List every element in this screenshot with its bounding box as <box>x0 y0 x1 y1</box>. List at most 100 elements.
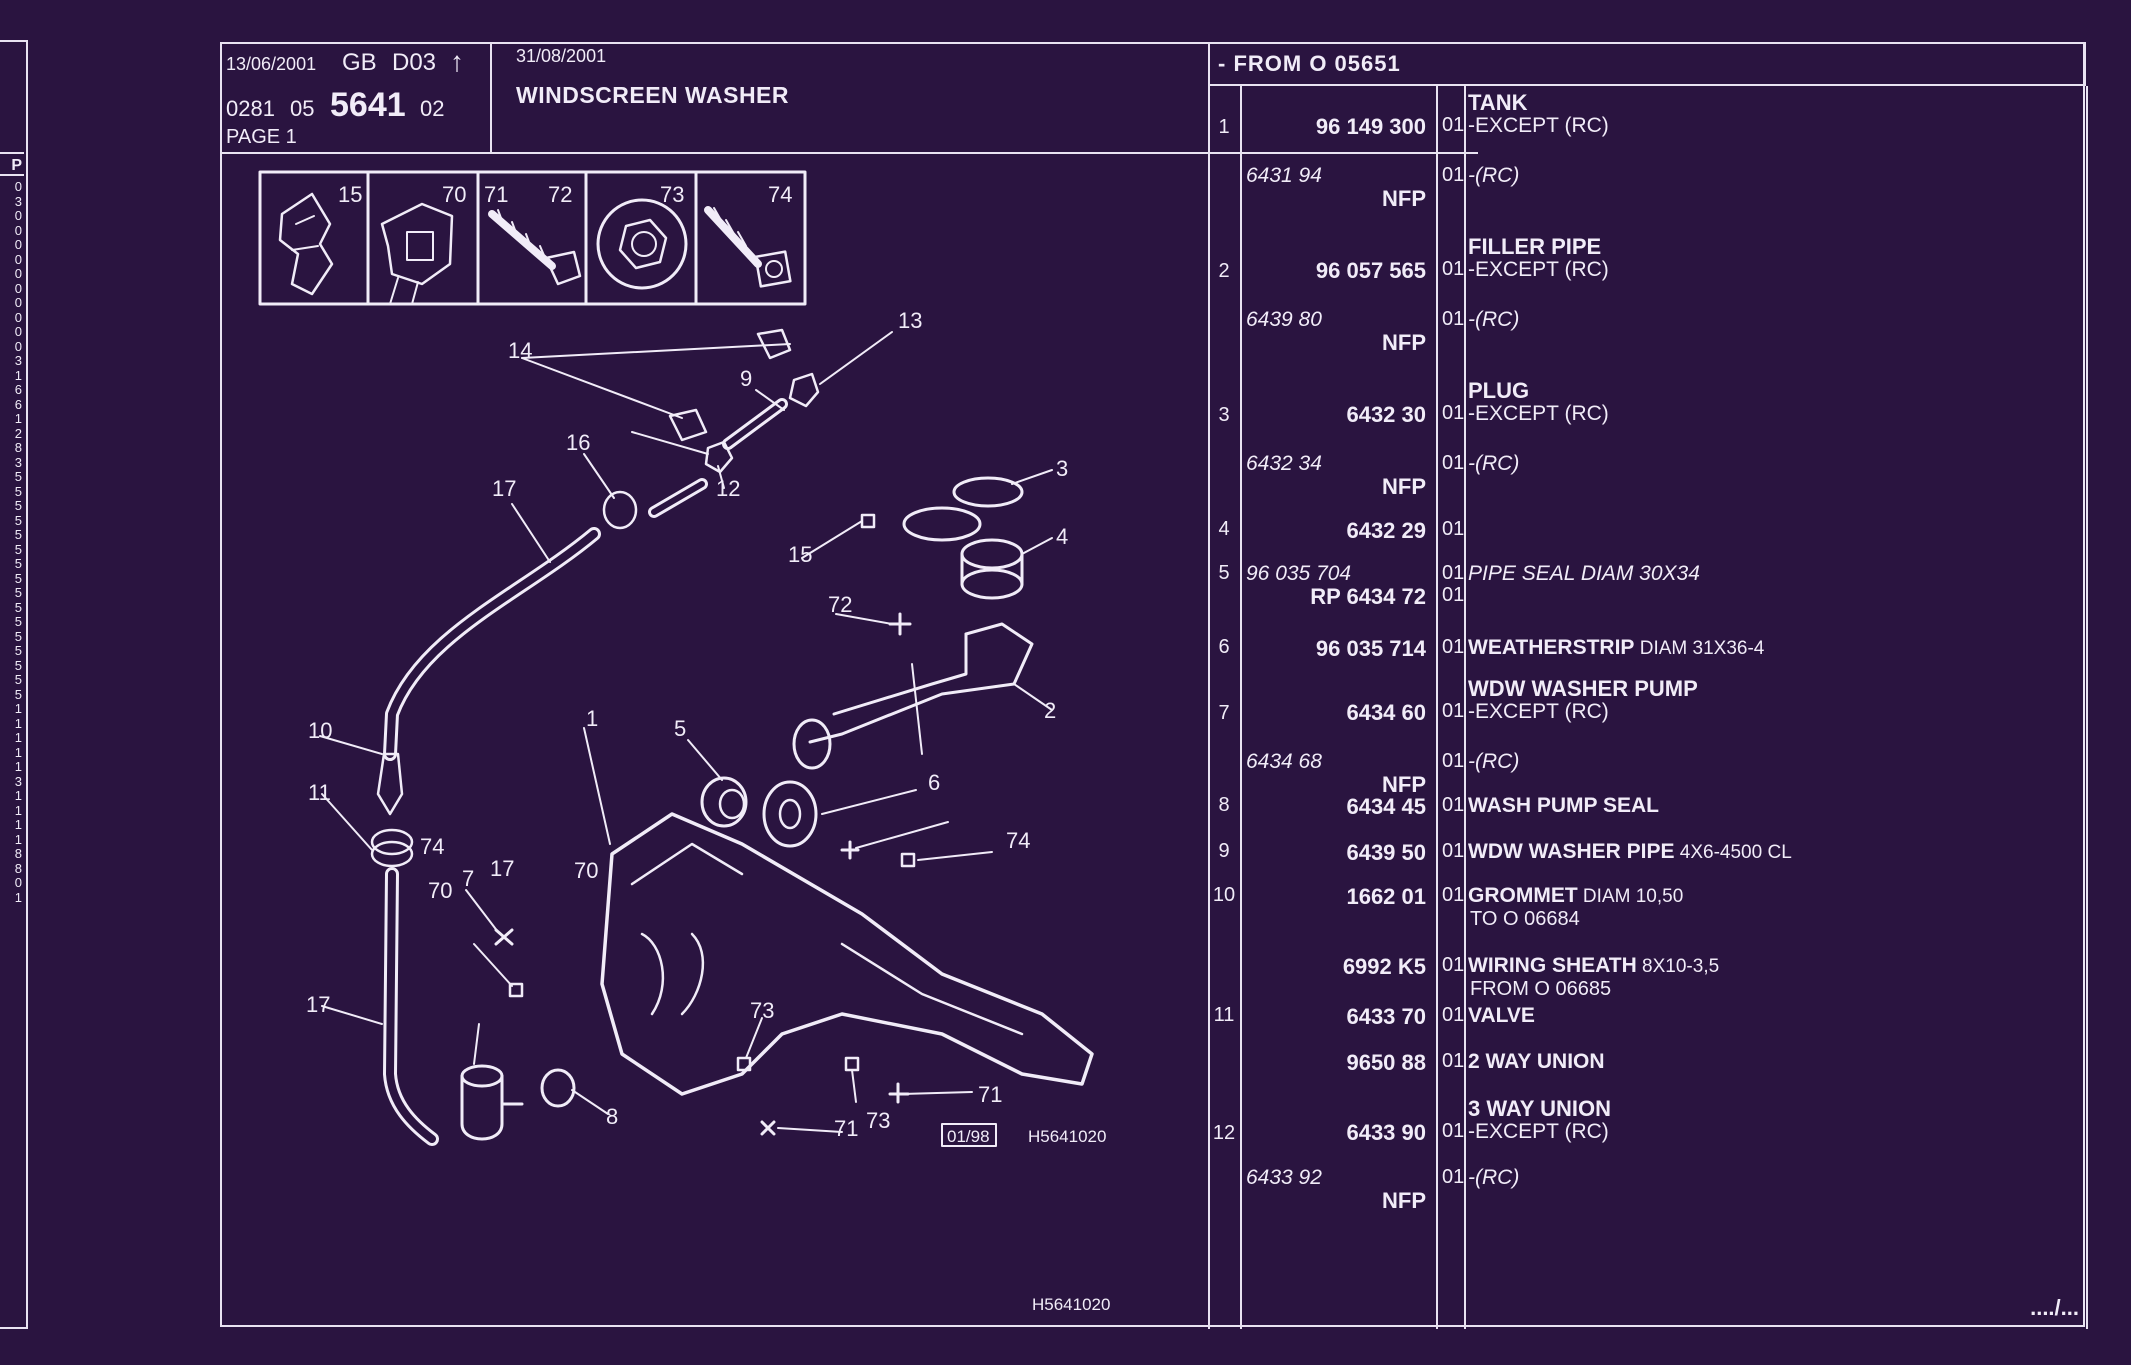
exploded-diagram: 15 70 71 72 73 74 <box>222 154 1208 1325</box>
variant-code: 01 <box>1442 258 1465 280</box>
part-description: WIRING SHEATH 8X10-3,5 <box>1468 954 1719 978</box>
clip-icon <box>278 192 334 296</box>
part-name: WDW WASHER PIPE <box>1468 840 1675 863</box>
part-description: -(RC) <box>1468 750 1520 773</box>
part-ref: 6432 30 <box>1346 402 1426 427</box>
strip-digit: 5 <box>14 614 22 629</box>
callout-8: 8 <box>606 1104 618 1129</box>
strip-digit: 5 <box>14 483 22 499</box>
legend-num-70: 70 <box>442 182 466 207</box>
strip-digit: 5 <box>14 469 22 484</box>
part-description: WEATHERSTRIP DIAM 31X36-4 <box>1468 636 1764 660</box>
callout-6: 6 <box>928 770 940 795</box>
part-name: 2 WAY UNION <box>1468 1050 1605 1073</box>
strip-digit: 1 <box>14 367 22 383</box>
callout-14: 14 <box>508 338 532 363</box>
strip-digit: 5 <box>14 512 22 528</box>
legend-num-71: 71 <box>484 182 508 207</box>
item-number: 10 <box>1212 884 1236 906</box>
clip-14a <box>756 328 792 360</box>
strip-digit: 5 <box>14 599 22 615</box>
plate-number: 5641 <box>330 86 406 124</box>
strip-digit: 5 <box>14 541 22 557</box>
callout-10: 10 <box>308 718 332 743</box>
item-number: 12 <box>1212 1122 1236 1144</box>
part-ref: 6439 50 <box>1346 840 1426 865</box>
seal-5 <box>700 776 748 828</box>
strip-digit: 0 <box>14 266 22 281</box>
callout-70: 70 <box>574 858 598 883</box>
variant-code: 01 <box>1442 750 1465 772</box>
part-name: WIRING SHEATH <box>1468 954 1637 977</box>
replacement-ref: RP 6434 72 <box>1310 584 1426 609</box>
callout-17: 17 <box>306 992 330 1017</box>
variant-code: 01 <box>1442 402 1465 424</box>
part-ref: 1662 01 <box>1346 884 1426 909</box>
strip-digit: 0 <box>14 179 22 194</box>
fastener-legend: 15 70 71 72 73 74 <box>258 170 807 306</box>
clip-73b <box>844 1056 860 1072</box>
variant-code: 01 <box>1442 114 1465 136</box>
strip-digit: 2 <box>14 425 22 441</box>
variant-code: 01 <box>1442 840 1465 862</box>
part-name: WASH PUMP SEAL <box>1468 794 1659 817</box>
from-serial-row: - FROM O 05651 <box>1210 42 2086 86</box>
part-description: -EXCEPT (RC) <box>1468 114 1609 137</box>
screw-icon <box>488 210 556 270</box>
washer-tank-1 <box>600 812 1094 1096</box>
strip-digit: 1 <box>14 788 22 803</box>
strip-digit: 0 <box>14 338 22 354</box>
strip-digit: 1 <box>14 817 22 832</box>
part-description: -EXCEPT (RC) <box>1468 700 1609 723</box>
self-tap-screw-icon <box>704 206 762 268</box>
clip-70b <box>508 982 524 998</box>
page-title: WINDSCREEN WASHER <box>516 82 790 108</box>
strip-digit: 0 <box>14 295 22 310</box>
variant-code: 01 <box>1442 1120 1465 1142</box>
strip-digit: 8 <box>14 846 22 861</box>
strip-digit: 5 <box>14 643 22 658</box>
callout-3: 3 <box>1056 456 1068 481</box>
part-ref: 6434 60 <box>1346 700 1426 725</box>
variant-code: 01 <box>1442 562 1465 584</box>
part-ref: 6434 45 <box>1346 794 1426 819</box>
strip-digit: 0 <box>14 309 22 325</box>
item-number: 1 <box>1218 116 1230 138</box>
strip-digit: 5 <box>14 672 22 687</box>
part-title: 3 WAY UNION <box>1468 1096 1612 1121</box>
part-description: -EXCEPT (RC) <box>1468 402 1609 425</box>
callout-74: 74 <box>420 834 444 859</box>
callout-73: 73 <box>866 1108 890 1133</box>
serial-range: FROM O 06685 <box>1470 978 1612 1000</box>
alternate-ref: 6432 34 <box>1246 452 1322 475</box>
part-ref: 9650 88 <box>1346 1050 1426 1075</box>
plate-suffix: 02 <box>420 96 445 121</box>
item-number: 4 <box>1218 518 1230 540</box>
clip-13 <box>788 372 820 408</box>
strip-digit: 0 <box>14 875 22 890</box>
strip-digit: 1 <box>14 730 22 745</box>
part-ref: 6433 90 <box>1346 1120 1426 1145</box>
strip-digit: 1 <box>14 715 22 731</box>
part-name: WEATHERSTRIP <box>1468 636 1635 659</box>
part-ref: 6432 29 <box>1346 518 1426 543</box>
item-number: 3 <box>1218 404 1230 426</box>
strip-digit: 3 <box>14 353 22 368</box>
callout-1: 1 <box>586 706 598 731</box>
plug-3 <box>952 476 1024 508</box>
part-ref: 6992 K5 <box>1342 954 1426 979</box>
part-description: WASH PUMP SEAL <box>1468 794 1659 818</box>
callout-13: 13 <box>898 308 922 333</box>
part-title: PLUG <box>1468 378 1530 403</box>
item-number: 9 <box>1218 840 1230 862</box>
variant-code: 01 <box>1442 700 1465 722</box>
part-description: PIPE SEAL DIAM 30X34 <box>1468 562 1700 585</box>
update-date: 31/08/2001 <box>516 46 607 66</box>
variant-code: 01 <box>1442 164 1465 186</box>
strip-header: P <box>0 152 24 176</box>
section-code: D03 <box>392 49 437 76</box>
strip-digit: 3 <box>14 454 22 470</box>
strip-digit: 0 <box>14 280 22 296</box>
variant-code: 01 <box>1442 584 1465 606</box>
